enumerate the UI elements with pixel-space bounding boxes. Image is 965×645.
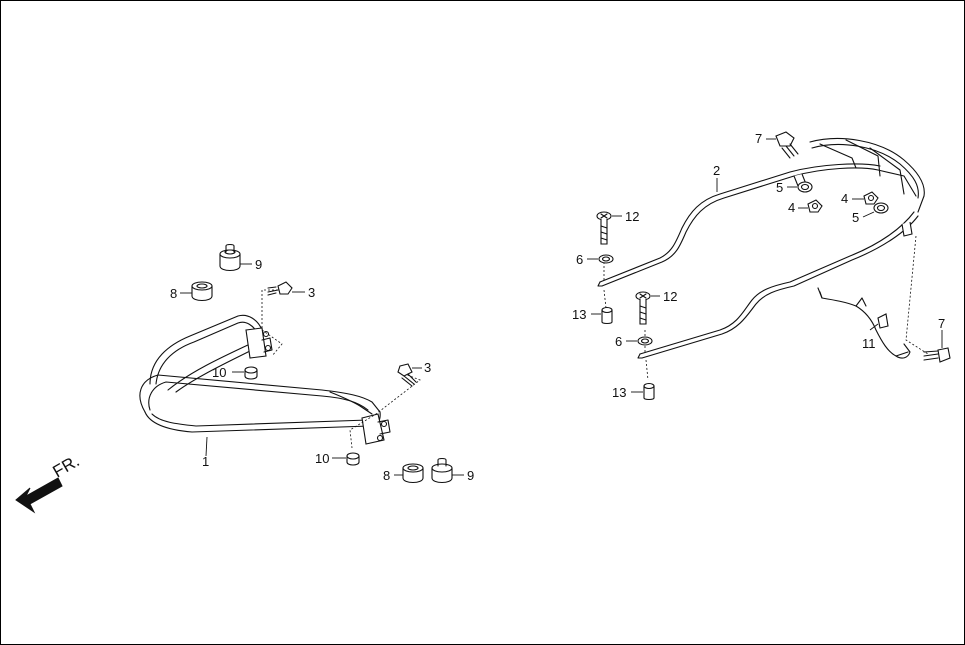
bushing-8-upper-part — [191, 281, 213, 302]
callout-1: 1 — [202, 454, 209, 469]
callout-5-center: 5 — [776, 180, 783, 195]
callout-5-right: 5 — [852, 210, 859, 225]
bolt-7-lower-part — [923, 347, 951, 363]
callout-3-lower: 3 — [424, 360, 431, 375]
callout-9-upper: 9 — [255, 257, 262, 272]
callout-4-center: 4 — [788, 200, 795, 215]
nut-10-lower-part — [346, 452, 360, 466]
callout-13-lower: 13 — [612, 385, 626, 400]
washer-5-center-part — [797, 181, 813, 193]
nut-4-right-part — [863, 191, 879, 205]
front-guard-frame-part — [139, 314, 391, 445]
spacer-13-lower-part — [643, 382, 655, 401]
washer-6-upper-part — [598, 254, 614, 264]
callout-10-upper: 10 — [212, 365, 226, 380]
callout-13-upper: 13 — [572, 307, 586, 322]
callout-3-upper: 3 — [308, 285, 315, 300]
nut-10-upper-part — [244, 366, 258, 380]
callout-7-upper: 7 — [755, 131, 762, 146]
spacer-13-upper-part — [601, 306, 613, 325]
bolt-3-lower-part — [397, 363, 417, 387]
washer-5-right-part — [873, 202, 889, 214]
bushing-8-lower-part — [402, 463, 424, 484]
callout-10-lower: 10 — [315, 451, 329, 466]
rear-rail-frame-part — [597, 138, 925, 359]
callout-6-lower: 6 — [615, 334, 622, 349]
callout-12-upper: 12 — [625, 209, 639, 224]
leader-lines — [180, 138, 943, 476]
callout-9-lower: 9 — [467, 468, 474, 483]
callout-11: 11 — [862, 336, 876, 351]
screw-12-upper-part — [596, 211, 612, 245]
strap-11-part — [817, 287, 911, 359]
callout-6-upper: 6 — [576, 252, 583, 267]
screw-12-lower-part — [635, 291, 651, 325]
front-direction-arrow-icon — [15, 477, 63, 514]
callout-8-lower: 8 — [383, 468, 390, 483]
bolt-3-upper-part — [267, 281, 293, 296]
bushing-9-upper-part — [219, 243, 241, 272]
washer-6-lower-part — [637, 336, 653, 346]
callout-12-lower: 12 — [663, 289, 677, 304]
callout-2: 2 — [713, 163, 720, 178]
callout-8-upper: 8 — [170, 286, 177, 301]
bushing-9-lower-part — [431, 457, 453, 484]
callout-7-lower: 7 — [938, 316, 945, 331]
bolt-7-upper-part — [775, 131, 799, 159]
callout-4-right: 4 — [841, 191, 848, 206]
nut-4-center-part — [807, 199, 823, 213]
front-direction-label: FR. — [50, 451, 83, 481]
